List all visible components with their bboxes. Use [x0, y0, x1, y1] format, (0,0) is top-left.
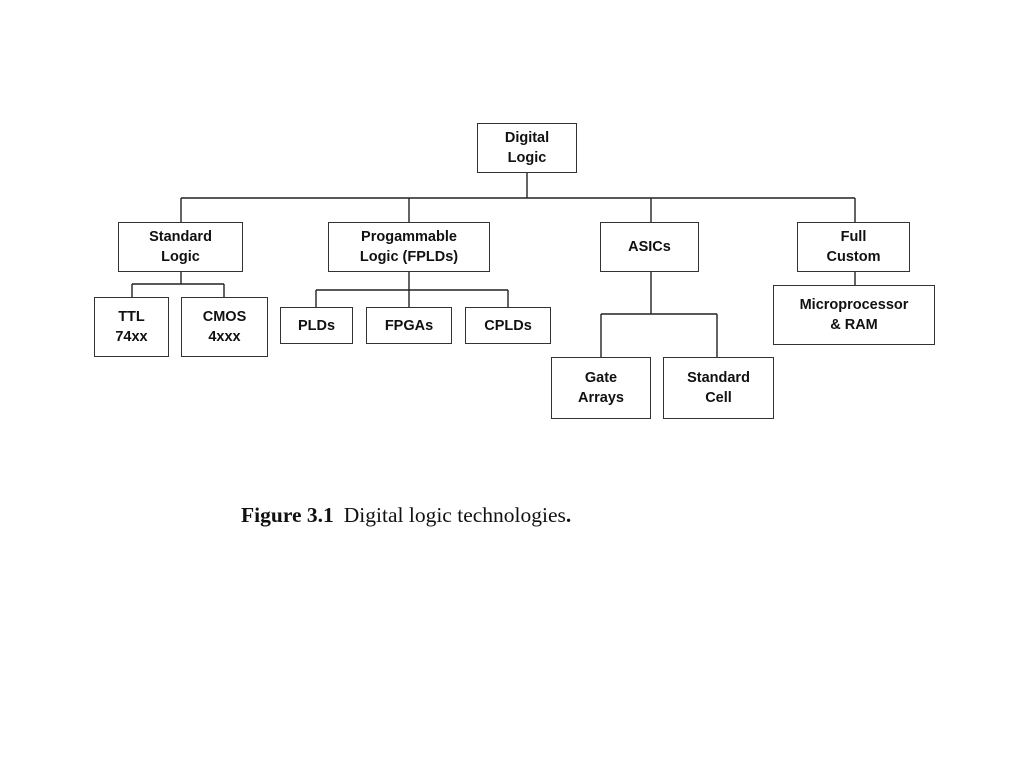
node-microprocessor-ram: Microprocessor & RAM: [773, 285, 935, 345]
node-digital-logic: Digital Logic: [477, 123, 577, 173]
node-plds: PLDs: [280, 307, 353, 344]
node-standard-logic: Standard Logic: [118, 222, 243, 272]
node-fpgas: FPGAs: [366, 307, 452, 344]
figure-caption: Figure 3.1 Digital logic technologies.: [241, 503, 571, 528]
node-asics: ASICs: [600, 222, 699, 272]
figure-number: Figure 3.1: [241, 503, 334, 527]
node-ttl: TTL 74xx: [94, 297, 169, 357]
node-standard-cell: Standard Cell: [663, 357, 774, 419]
node-gate-arrays: Gate Arrays: [551, 357, 651, 419]
node-full-custom: Full Custom: [797, 222, 910, 272]
node-cplds: CPLDs: [465, 307, 551, 344]
figure-caption-text: Digital logic technologies: [343, 503, 566, 527]
node-programmable-logic: Progammable Logic (FPLDs): [328, 222, 490, 272]
figure-caption-period: .: [565, 503, 572, 527]
node-cmos: CMOS 4xxx: [181, 297, 268, 357]
